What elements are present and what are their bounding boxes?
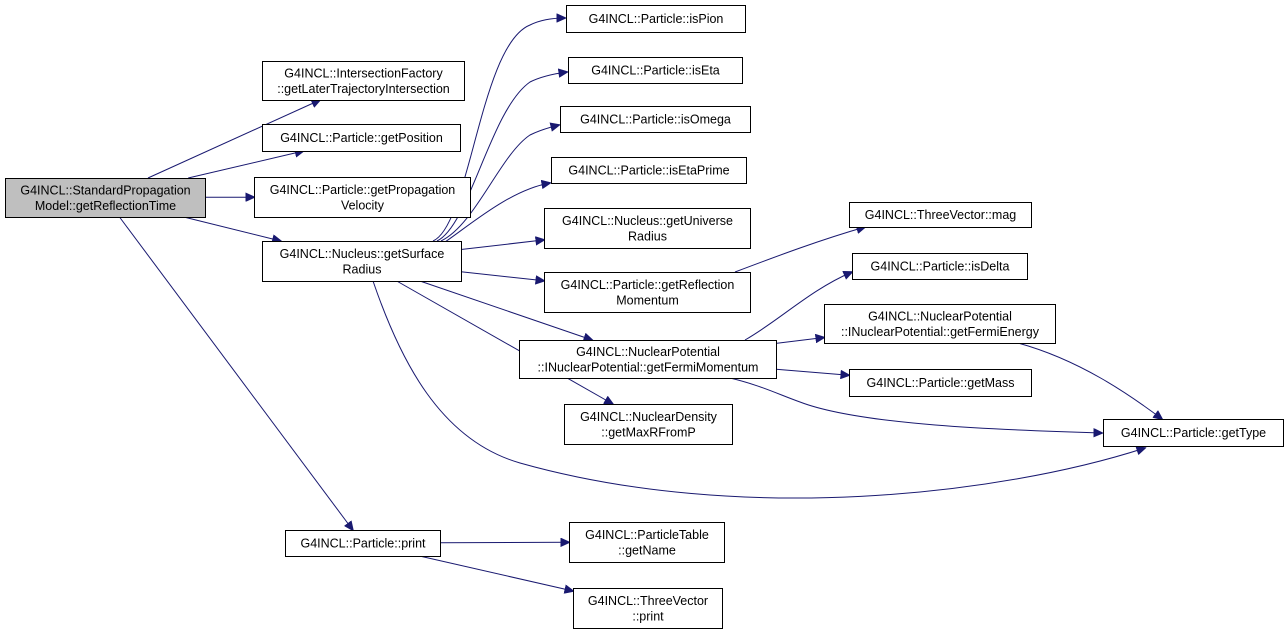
node-threeVectorPrint[interactable]: G4INCL::ThreeVector::print — [573, 588, 723, 629]
node-isDelta[interactable]: G4INCL::Particle::isDelta — [852, 253, 1028, 280]
edge-getSurfaceRadius-to-getFermiMomentum — [419, 280, 592, 340]
node-label: G4INCL::Nucleus::getUniverse — [562, 214, 733, 228]
node-box — [569, 522, 725, 563]
node-label: ::getLaterTrajectoryIntersection — [277, 82, 450, 96]
node-label: G4INCL::NuclearDensity — [580, 410, 718, 424]
node-label: G4INCL::Particle::isEta — [591, 64, 720, 78]
edge-getSurfaceRadius-to-isEtaPrime — [444, 183, 550, 243]
node-box — [1103, 419, 1284, 447]
node-label: G4INCL::ThreeVector::mag — [865, 208, 1017, 222]
node-getType[interactable]: G4INCL::Particle::getType — [1103, 419, 1284, 447]
node-box — [564, 404, 733, 445]
node-box — [262, 241, 462, 282]
node-isEtaPrime[interactable]: G4INCL::Particle::isEtaPrime — [551, 157, 747, 184]
node-box — [262, 61, 465, 101]
node-label: G4INCL::Particle::getReflection — [561, 278, 735, 292]
node-label: G4INCL::Particle::getPosition — [280, 131, 443, 145]
edge-getReflectionMomentum-to-mag — [734, 227, 865, 273]
node-label: Radius — [628, 229, 667, 243]
node-box — [254, 177, 471, 218]
node-box — [852, 253, 1028, 280]
node-box — [849, 369, 1032, 397]
node-label: Model::getReflectionTime — [35, 199, 176, 213]
node-label: G4INCL::IntersectionFactory — [284, 66, 443, 80]
node-label: G4INCL::NuclearPotential — [868, 309, 1012, 323]
node-label: G4INCL::Particle::getPropagation — [270, 183, 456, 197]
node-label: Radius — [343, 262, 382, 276]
node-label: G4INCL::Particle::getType — [1121, 426, 1266, 440]
node-box — [849, 202, 1032, 228]
node-label: G4INCL::Particle::isOmega — [580, 113, 731, 127]
edge-getFermiMomentum-to-getType — [729, 377, 1102, 433]
node-getName[interactable]: G4INCL::ParticleTable::getName — [569, 522, 725, 563]
node-getMass[interactable]: G4INCL::Particle::getMass — [849, 369, 1032, 397]
node-box — [262, 124, 461, 152]
node-label: G4INCL::ThreeVector — [588, 594, 708, 608]
edge-getSurfaceRadius-to-getMaxRFromP — [396, 280, 613, 404]
edge-root-to-getPosition — [188, 151, 303, 179]
edge-getFermiMomentum-to-getMass — [775, 368, 849, 375]
node-isOmega[interactable]: G4INCL::Particle::isOmega — [560, 106, 751, 133]
node-mag[interactable]: G4INCL::ThreeVector::mag — [849, 202, 1032, 228]
node-print[interactable]: G4INCL::Particle::print — [285, 530, 441, 557]
node-label: ::INuclearPotential::getFermiMomentum — [538, 360, 759, 374]
node-getMaxRFromP[interactable]: G4INCL::NuclearDensity::getMaxRFromP — [564, 404, 733, 445]
node-box — [824, 304, 1056, 344]
node-label: G4INCL::NuclearPotential — [576, 345, 720, 359]
node-label: G4INCL::Particle::print — [300, 537, 426, 551]
node-getFermiEnergy[interactable]: G4INCL::NuclearPotential::INuclearPotent… — [824, 304, 1056, 344]
node-label: Momentum — [616, 293, 679, 307]
node-label: G4INCL::Nucleus::getSurface — [280, 247, 445, 261]
node-box — [566, 5, 746, 33]
node-box — [568, 57, 743, 84]
node-getLaterTrajectoryIntersection[interactable]: G4INCL::IntersectionFactory::getLaterTra… — [262, 61, 465, 101]
node-isEta[interactable]: G4INCL::Particle::isEta — [568, 57, 743, 84]
edge-print-to-threeVectorPrint — [419, 555, 574, 591]
node-label: ::INuclearPotential::getFermiEnergy — [841, 325, 1040, 339]
node-label: G4INCL::Particle::isEtaPrime — [568, 164, 729, 178]
node-label: G4INCL::Particle::getMass — [867, 376, 1015, 390]
node-label: Velocity — [341, 198, 385, 212]
edge-getSurfaceRadius-to-getType — [372, 280, 1145, 499]
node-getPosition[interactable]: G4INCL::Particle::getPosition — [262, 124, 461, 152]
node-box — [544, 272, 751, 313]
node-box — [285, 530, 441, 557]
node-label: G4INCL::StandardPropagation — [20, 183, 190, 197]
node-box — [519, 340, 777, 379]
node-label: G4INCL::Particle::isPion — [589, 12, 724, 26]
edge-getFermiEnergy-to-getType — [1017, 342, 1162, 419]
node-box — [560, 106, 751, 133]
node-label: ::getMaxRFromP — [601, 425, 695, 439]
edge-getFermiMomentum-to-isDelta — [744, 272, 852, 341]
node-box — [551, 157, 747, 184]
edge-root-to-print — [119, 216, 353, 530]
node-box — [5, 178, 206, 218]
node-label: ::getName — [618, 543, 676, 557]
node-isPion[interactable]: G4INCL::Particle::isPion — [566, 5, 746, 33]
node-label: G4INCL::ParticleTable — [585, 528, 709, 542]
node-box — [573, 588, 723, 629]
edge-getSurfaceRadius-to-getUniverseRadius — [460, 240, 544, 250]
node-label: ::print — [632, 609, 664, 623]
edge-getFermiMomentum-to-getFermiEnergy — [775, 338, 824, 344]
node-root[interactable]: G4INCL::StandardPropagationModel::getRef… — [5, 178, 206, 218]
edge-root-to-getSurfaceRadius — [183, 216, 281, 241]
node-label: G4INCL::Particle::isDelta — [871, 260, 1010, 274]
nodes-layer: G4INCL::StandardPropagationModel::getRef… — [5, 5, 1284, 629]
edge-getSurfaceRadius-to-isOmega — [440, 125, 559, 242]
edge-getSurfaceRadius-to-getReflectionMomentum — [460, 271, 544, 281]
edge-root-to-getLaterTrajectoryIntersection — [147, 100, 320, 179]
node-getFermiMomentum[interactable]: G4INCL::NuclearPotential::INuclearPotent… — [519, 340, 777, 379]
node-box — [544, 208, 751, 249]
